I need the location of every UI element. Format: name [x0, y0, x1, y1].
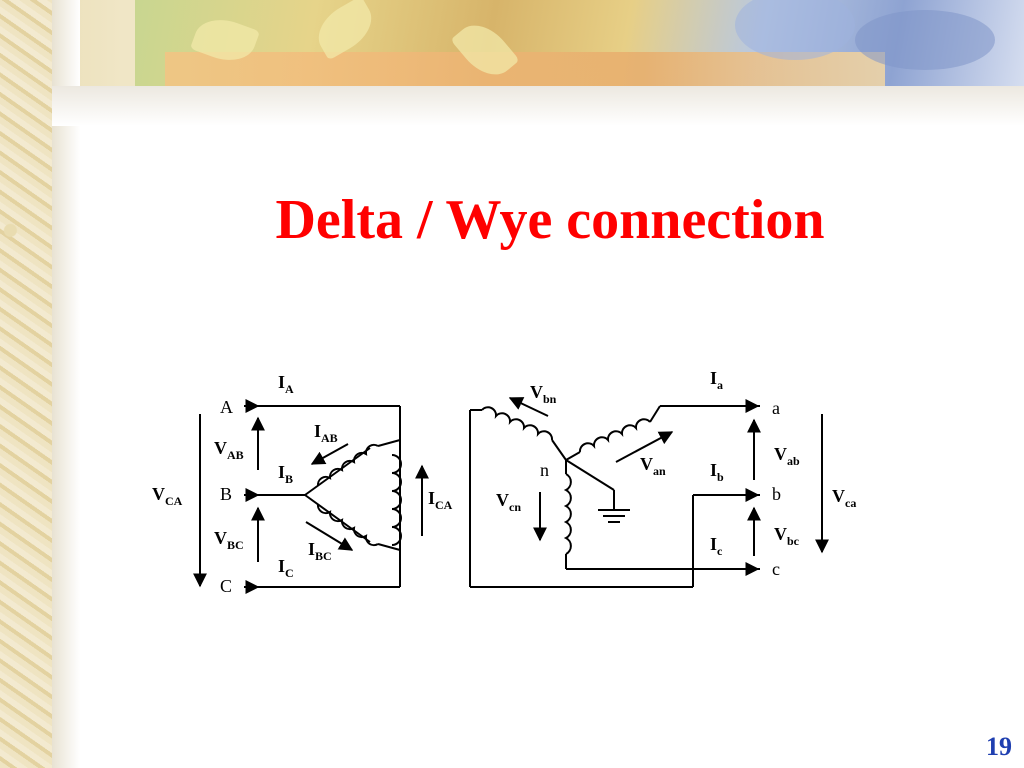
label-VCA: VCA: [152, 484, 183, 508]
coil-cn: [563, 473, 572, 555]
coil-bn: [481, 406, 554, 441]
wire-delta-bottom: [377, 543, 401, 551]
label-Van: Van: [640, 454, 666, 478]
wire-bn-neutral: [551, 439, 567, 461]
sidebar-decoration: [0, 0, 52, 768]
label-Ib: Ib: [710, 460, 724, 484]
wire-b-to-delta-top: [304, 447, 371, 496]
label-VAB: VAB: [214, 438, 244, 462]
terminal-c: c: [772, 559, 780, 579]
label-Vcn: Vcn: [496, 490, 521, 514]
terminal-A: A: [220, 397, 233, 417]
label-Ia: Ia: [710, 368, 723, 392]
terminal-b: b: [772, 484, 781, 504]
coil-an: [578, 418, 651, 453]
arrow-Van: [615, 431, 674, 463]
label-IB: IB: [278, 462, 293, 486]
wire-an-end: [649, 405, 661, 423]
wire-b-to-delta-bottom: [304, 494, 371, 543]
label-IBC: IBC: [308, 539, 332, 563]
slide-title: Delta / Wye connection: [275, 189, 825, 251]
arrow-IBC: [305, 521, 354, 551]
label-VBC: VBC: [214, 528, 244, 552]
label-Vbn: Vbn: [530, 382, 557, 406]
banner-strip: [165, 52, 885, 86]
arrow-IAB: [310, 443, 349, 465]
coil-ca: [391, 454, 402, 546]
label-Ic: Ic: [710, 534, 723, 558]
wire-neutral-ground: [565, 459, 615, 491]
coil-bc: [316, 503, 379, 547]
terminal-n: n: [540, 460, 549, 480]
wire-an-neutral: [565, 451, 581, 461]
label-IA: IA: [278, 372, 294, 396]
terminal-a: a: [772, 398, 780, 418]
label-IC: IC: [278, 556, 294, 580]
sidebar-shadow: [52, 0, 80, 768]
page-number: 19: [986, 732, 1012, 761]
label-ICA: ICA: [428, 488, 453, 512]
wire-delta-top: [377, 439, 401, 447]
coil-ab: [316, 443, 379, 487]
label-Vca: Vca: [832, 486, 856, 510]
banner-shadow: [52, 86, 1024, 126]
banner-image: [135, 0, 1024, 86]
label-Vbc: Vbc: [774, 524, 800, 548]
arrow-Vbn: [508, 397, 549, 417]
terminal-B: B: [220, 484, 232, 504]
blob-shape: [855, 10, 995, 70]
terminal-C: C: [220, 576, 232, 596]
label-Vab: Vab: [774, 444, 800, 468]
label-IAB: IAB: [314, 421, 338, 445]
blob-shape: [735, 0, 855, 60]
